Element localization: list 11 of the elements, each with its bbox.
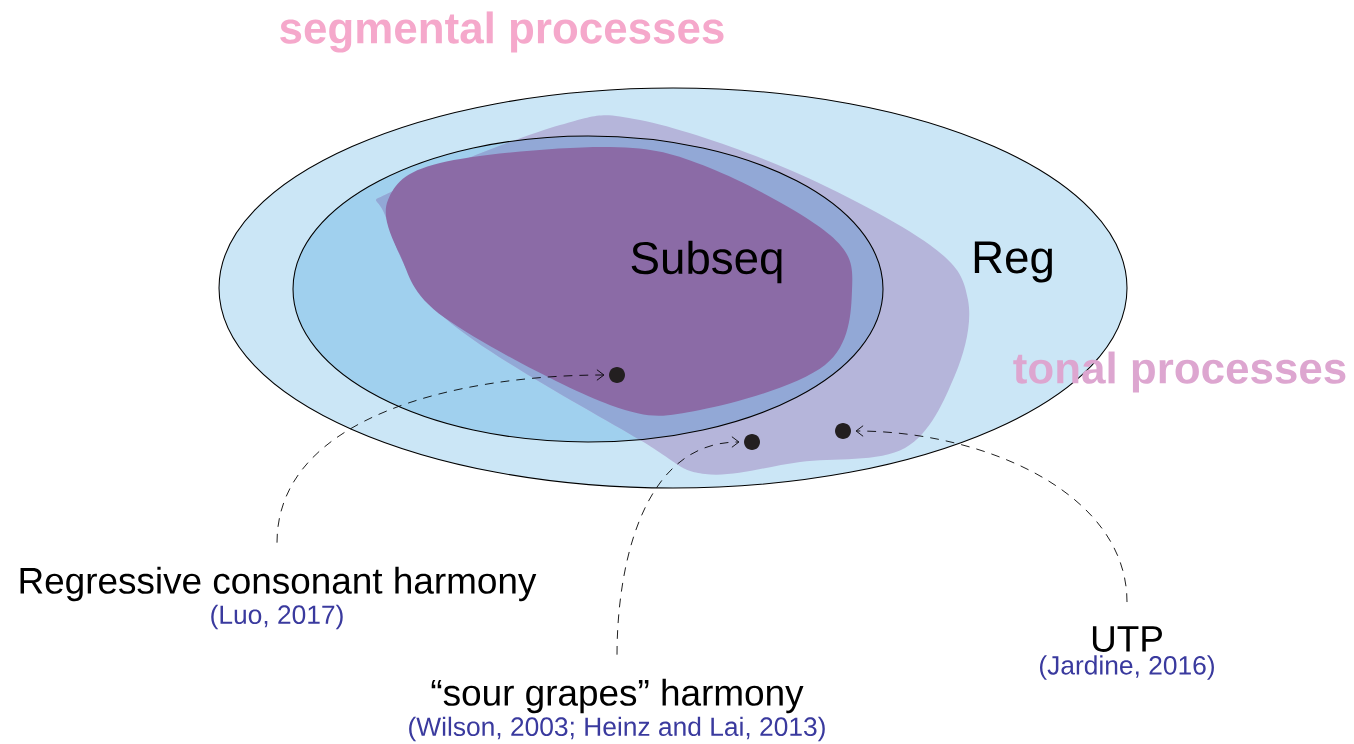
annotation-text: “sour grapes” harmony (Wilson, 2003; Heinz and Lai, 2013)	[409, 678, 825, 742]
annotation-text: Regressive consonant harmony (Luo, 2017)	[20, 566, 537, 630]
dot	[609, 367, 625, 383]
dot	[835, 423, 851, 439]
dashed-arrow	[276, 369, 605, 544]
dashed-arrow	[855, 425, 1128, 603]
annotation-text: UTP (Jardine, 2016)	[1040, 626, 1214, 680]
ellipse-region: Subseq	[292, 135, 884, 443]
dot	[744, 434, 760, 450]
dashed-arrow	[616, 436, 740, 656]
category-label: segmental processes	[280, 11, 724, 53]
